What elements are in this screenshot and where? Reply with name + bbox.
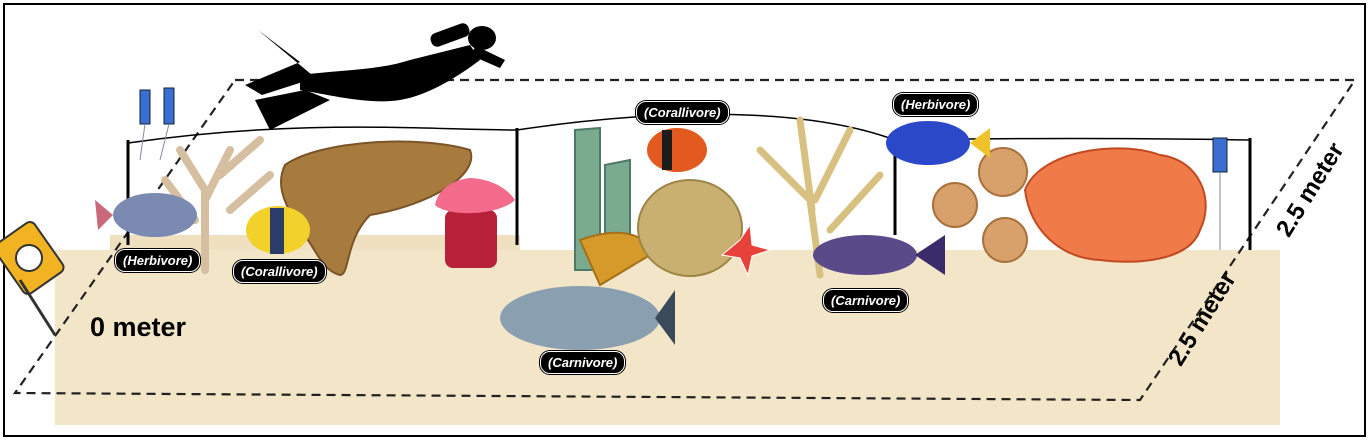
brain-coral: [637, 179, 743, 277]
surgeonfish: [886, 121, 990, 165]
parrotfish: [95, 193, 197, 237]
butterflyfish-top: [647, 128, 707, 172]
massive-corals: [932, 147, 1028, 263]
butterflyfish-left: [246, 206, 310, 254]
diver-silhouette: [245, 23, 505, 130]
label-zero-meter: 0 meter: [90, 312, 187, 342]
grouper: [500, 286, 675, 350]
hogfish: [813, 235, 945, 275]
tag-carnivore-bottom: (Carnivore): [540, 351, 626, 374]
image-border: [3, 3, 1366, 437]
measuring-tape: [0, 221, 65, 336]
tag-corallivore-left: (Corallivore): [233, 260, 326, 283]
sea-anemone: [435, 178, 515, 268]
tag-herbivore-right: (Herbivore): [893, 93, 979, 116]
reel-right: [1212, 137, 1228, 250]
tag-carnivore-right: (Carnivore): [823, 289, 909, 312]
seabed: [55, 250, 1280, 425]
reel-left: [139, 87, 175, 161]
quadrat-outline: [12, 78, 1358, 402]
tube-sponge: [574, 126, 652, 287]
sea-star: [720, 223, 772, 277]
tag-corallivore-top: (Corallivore): [636, 101, 729, 124]
tag-herbivore-left: (Herbivore): [115, 249, 201, 272]
foliose-coral: [1023, 147, 1207, 263]
